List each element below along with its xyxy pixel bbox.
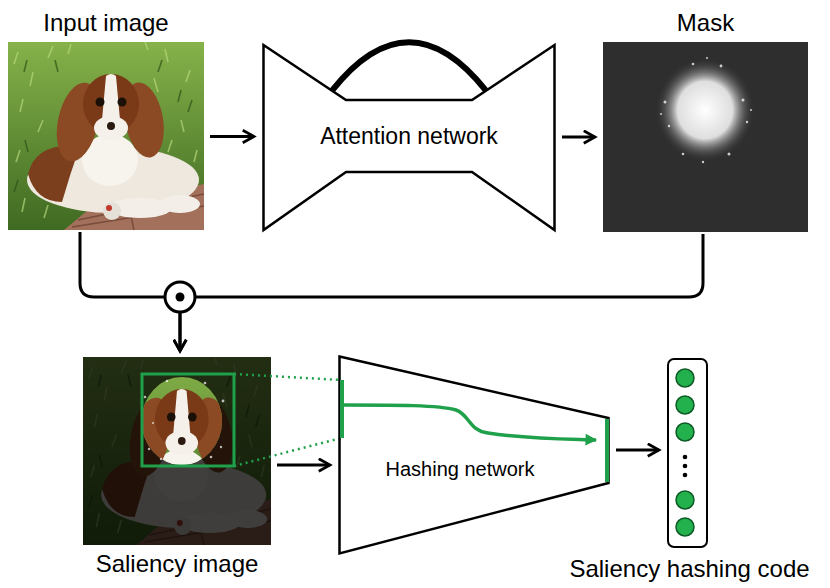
attention-network: Attention network	[262, 42, 556, 232]
saliency-photo-part	[210, 456, 213, 459]
flow-arrow	[210, 135, 254, 138]
flow-arrow	[180, 234, 703, 351]
mask-image-part	[660, 113, 662, 115]
saliency-photo-part	[166, 380, 168, 382]
mask-image-part	[746, 121, 748, 123]
code-bits-part	[676, 423, 694, 441]
trapezoid-outline-part	[340, 357, 609, 554]
bowtie-outline-part	[332, 42, 486, 90]
dog-photo-part	[160, 195, 200, 213]
dog-photo-part	[107, 122, 115, 130]
saliency-image-box: Saliency image	[83, 357, 271, 545]
mask-image-part	[682, 153, 685, 156]
trapezoid-outline	[338, 355, 610, 555]
mask-image-part	[720, 65, 723, 68]
code-bits-part	[676, 491, 694, 509]
trapezoid-outline-part	[340, 380, 344, 438]
saliency-photo-part	[222, 400, 225, 403]
input-image: Input image	[8, 42, 204, 230]
mask-image-box: Mask	[603, 42, 808, 232]
dog-photo-part	[8, 42, 204, 230]
hash-code-vector: Saliency hashing code	[667, 358, 708, 548]
network-name: Attention network	[320, 124, 498, 149]
code-bits-part	[676, 369, 694, 387]
flow-arrow	[616, 449, 659, 452]
dog-photo-part	[94, 116, 128, 140]
code-bits-part	[682, 454, 687, 459]
product-dot	[176, 293, 185, 302]
saliency-photo-part	[142, 374, 234, 466]
mask-image-part	[664, 101, 667, 104]
saliency-photo-part	[83, 357, 271, 545]
dog-photo-part	[8, 42, 204, 230]
code-bits-part	[682, 463, 687, 468]
dog-photo-part	[83, 74, 139, 134]
flow-arrow	[277, 464, 330, 467]
mask-image-part	[702, 161, 704, 163]
mask-image-part	[728, 153, 731, 156]
trapezoid-outline-part	[605, 419, 609, 482]
saliency-photo-part	[152, 422, 154, 424]
product-circle	[165, 282, 195, 312]
mask-image-part	[603, 42, 808, 232]
mask-image-part	[660, 57, 752, 163]
saliency-photo-part	[160, 458, 162, 460]
code-bits-part	[682, 472, 687, 477]
image-heading: Saliency image	[96, 551, 259, 577]
image-heading: Input image	[43, 10, 168, 36]
mask-image-part	[742, 99, 745, 102]
bowtie-outline-part	[264, 45, 555, 230]
code-bits-part	[676, 518, 694, 536]
mask-image-part	[655, 58, 755, 162]
saliency-photo-part	[220, 446, 222, 448]
dog-photo-part	[96, 98, 105, 107]
code-bits	[667, 358, 708, 548]
flow-arrow	[562, 136, 595, 139]
dog-photo-part	[106, 205, 112, 211]
code-bits-part	[682, 454, 687, 477]
saliency-photo-part	[144, 396, 147, 399]
mask-image-part	[668, 125, 670, 127]
dog-photo-part	[118, 98, 127, 107]
saliency-photo-part	[204, 382, 207, 385]
dog-photo-part	[103, 202, 121, 220]
image-heading: Mask	[677, 10, 734, 36]
trapezoid-outline-part	[344, 405, 596, 440]
dog-photo	[8, 42, 204, 230]
code-bits-part	[676, 396, 694, 414]
saliency-photo-part	[148, 448, 150, 450]
network-name: Hashing network	[386, 458, 535, 480]
mask-image-part	[692, 63, 695, 66]
mask-image	[603, 42, 808, 232]
image-heading: Saliency hashing code	[569, 556, 809, 582]
saliency-photo-part	[83, 357, 271, 545]
mask-image-part	[706, 57, 708, 59]
saliency-photo-part	[83, 357, 271, 545]
code-bits-part	[676, 369, 694, 536]
mask-image-part	[750, 109, 752, 111]
hashing-network: Hashing network	[338, 355, 610, 555]
saliency-photo-part	[234, 374, 341, 466]
saliency-photo	[83, 357, 271, 545]
saliency-photo-part	[144, 380, 225, 460]
